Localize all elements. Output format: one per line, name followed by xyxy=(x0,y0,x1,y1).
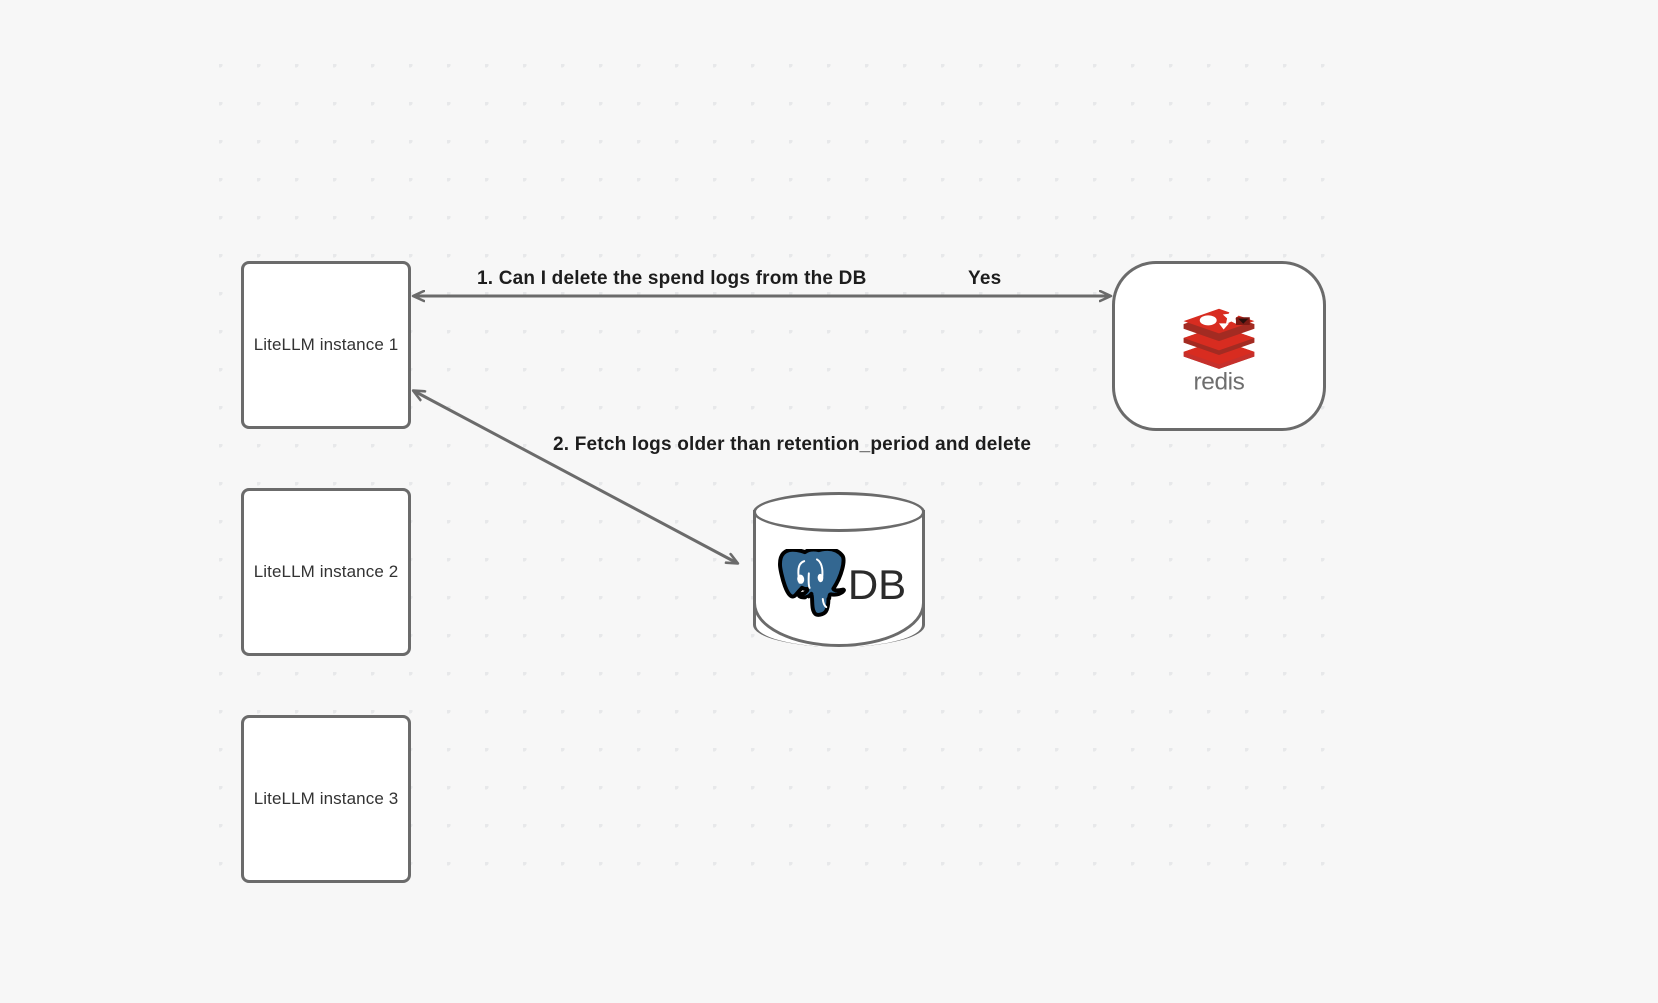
node-litellm-instance-3[interactable]: LiteLLM instance 3 xyxy=(241,715,411,883)
redis-stack-icon xyxy=(1183,308,1255,369)
node-litellm-instance-2[interactable]: LiteLLM instance 2 xyxy=(241,488,411,656)
edge-label-step-1: 1. Can I delete the spend logs from the … xyxy=(477,268,867,289)
grid-mask-left xyxy=(0,0,212,1003)
node-database[interactable]: DB xyxy=(753,492,925,647)
node-redis[interactable]: redis xyxy=(1112,261,1326,431)
node-litellm-instance-3-label: LiteLLM instance 3 xyxy=(253,789,399,808)
node-litellm-instance-1[interactable]: LiteLLM instance 1 xyxy=(241,261,411,429)
edge-label-yes: Yes xyxy=(968,268,1002,289)
redis-logo: redis xyxy=(1171,298,1267,394)
edge-label-step-2: 2. Fetch logs older than retention_perio… xyxy=(553,434,1032,455)
grid-mask-right xyxy=(1345,0,1658,1003)
node-litellm-instance-1-label: LiteLLM instance 1 xyxy=(253,335,399,354)
database-label: DB xyxy=(847,561,907,608)
edge-litellm1-db[interactable] xyxy=(414,391,737,563)
cylinder-top-ellipse xyxy=(753,492,925,532)
redis-wordmark: redis xyxy=(1194,369,1245,394)
node-litellm-instance-2-label: LiteLLM instance 2 xyxy=(253,562,399,581)
postgresql-elephant-icon xyxy=(777,549,846,617)
database-content: DB xyxy=(753,540,925,630)
svg-text:redis: redis xyxy=(1194,369,1245,394)
